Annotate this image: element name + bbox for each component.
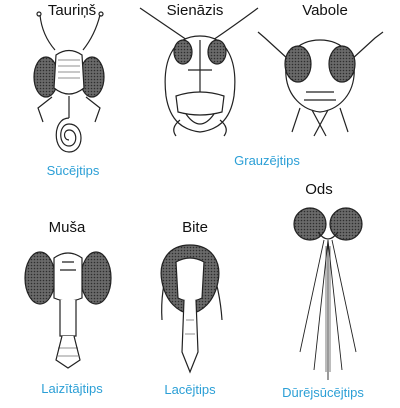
insect-title-beetle: Vabole: [302, 2, 348, 19]
type-label-bee: Lacējtips: [164, 382, 216, 397]
type-label-butterfly: Sūcējtips: [46, 163, 100, 178]
type-label-mosquito: Dūrējsūcējtips: [282, 385, 364, 400]
fly-head-illustration: [24, 251, 112, 369]
insect-title-grasshopper: Sienāzis: [166, 2, 224, 19]
butterfly-head-illustration: [33, 11, 105, 153]
insect-title-butterfly: Tauriņš: [47, 2, 97, 19]
type-label-fly: Laizītājtips: [41, 381, 103, 396]
mosquito-head-illustration: [293, 207, 363, 380]
grasshopper-head-illustration: [139, 7, 259, 137]
insect-title-bee: Bite: [182, 219, 208, 236]
bee-head-illustration: [160, 244, 223, 374]
insect-title-fly: Muša: [48, 219, 86, 236]
type-label-grasshopper: Grauzējtips: [234, 153, 300, 168]
insect-title-mosquito: Ods: [305, 181, 333, 198]
beetle-head-illustration: [257, 31, 384, 137]
